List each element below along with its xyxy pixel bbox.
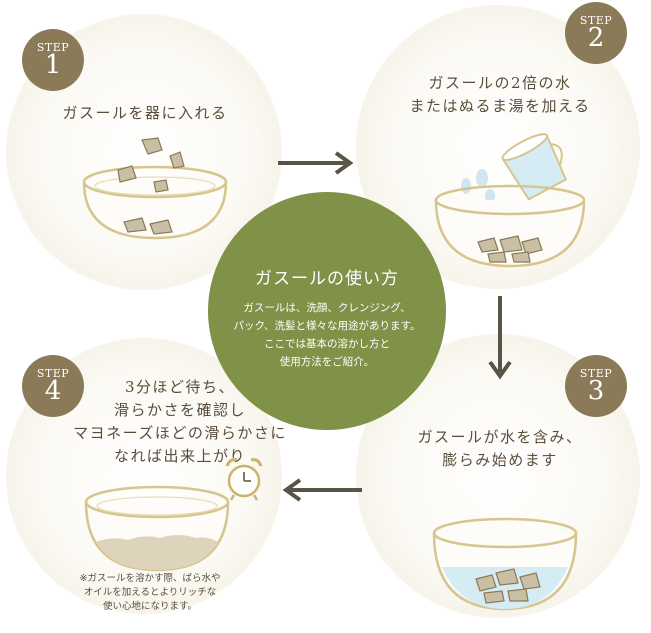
step2-line: またはぬるま湯を加える — [409, 97, 591, 115]
step1-badge-label: STEP — [36, 41, 70, 54]
step4-line: 3分ほど待ち、 — [124, 378, 236, 396]
arrow-down-icon — [488, 296, 512, 380]
step1-line: ガスールを器に入れる — [62, 104, 228, 122]
step4-line: 滑らかさを確認し — [113, 401, 246, 419]
pouring-water-icon — [434, 133, 586, 268]
step3-badge: STEP 3 — [565, 355, 627, 417]
step1-badge-number: 1 — [44, 50, 62, 80]
step2-badge: STEP 2 — [565, 2, 627, 64]
step3-line: 膨らみ始めます — [442, 451, 558, 469]
alarm-clock-icon — [225, 458, 263, 501]
arrow-right-icon — [278, 151, 354, 175]
step4-text: 3分ほど待ち、 滑らかさを確認し マヨネーズほどの滑らかさに なれば出来上がり — [40, 376, 320, 468]
step1-text: ガスールを器に入れる — [20, 102, 270, 125]
step4-badge: STEP 4 — [22, 355, 84, 417]
arrow-left-icon — [282, 478, 362, 502]
step2-line: ガスールの2倍の水 — [428, 74, 572, 92]
step2-badge-label: STEP — [579, 14, 613, 27]
step2-text: ガスールの2倍の水 またはぬるま湯を加える — [370, 72, 630, 118]
bowl-with-water-icon — [432, 517, 578, 611]
step4-note: ※ガスールを溶かす際、ばら水や オイルを加えるとよりリッチな 使い心地になります… — [50, 572, 250, 614]
step4-badge-number: 4 — [44, 376, 62, 406]
center-desc-line: パック、洗髪と様々な用途があります。 — [233, 320, 421, 332]
step3-line: ガスールが水を含み、 — [417, 428, 583, 446]
step1-badge: STEP 1 — [22, 29, 84, 91]
center-title: ガスールの使い方 — [255, 269, 399, 289]
step3-badge-number: 3 — [587, 376, 605, 406]
center-desc-line: ガスールは、洗顔、クレンジング、 — [243, 302, 411, 314]
step3-badge-label: STEP — [579, 367, 613, 380]
note-line: ※ガスールを溶かす際、ばら水や — [79, 573, 221, 584]
center-desc-line: ここでは基本の溶かし方と — [264, 338, 390, 350]
note-line: 使い心地になります。 — [102, 601, 198, 612]
bowl-with-paste-icon — [84, 485, 230, 572]
step4-line: マヨネーズほどの滑らかさに — [73, 424, 287, 442]
note-line: オイルを加えるとよりリッチな — [83, 587, 217, 598]
step4-badge-label: STEP — [36, 367, 70, 380]
step4-line: なれば出来上がり — [113, 447, 246, 465]
center-desc-line: 使用方法をご紹介。 — [279, 356, 375, 368]
step2-badge-number: 2 — [587, 23, 605, 53]
bowl-with-clay-icon — [82, 137, 228, 240]
center-circle: ガスールの使い方 ガスールは、洗顔、クレンジング、 パック、洗髪と様々な用途があ… — [208, 192, 446, 430]
step3-text: ガスールが水を含み、 膨らみ始めます — [370, 426, 630, 472]
center-description: ガスールは、洗顔、クレンジング、 パック、洗髪と様々な用途があります。 ここでは… — [208, 299, 446, 371]
